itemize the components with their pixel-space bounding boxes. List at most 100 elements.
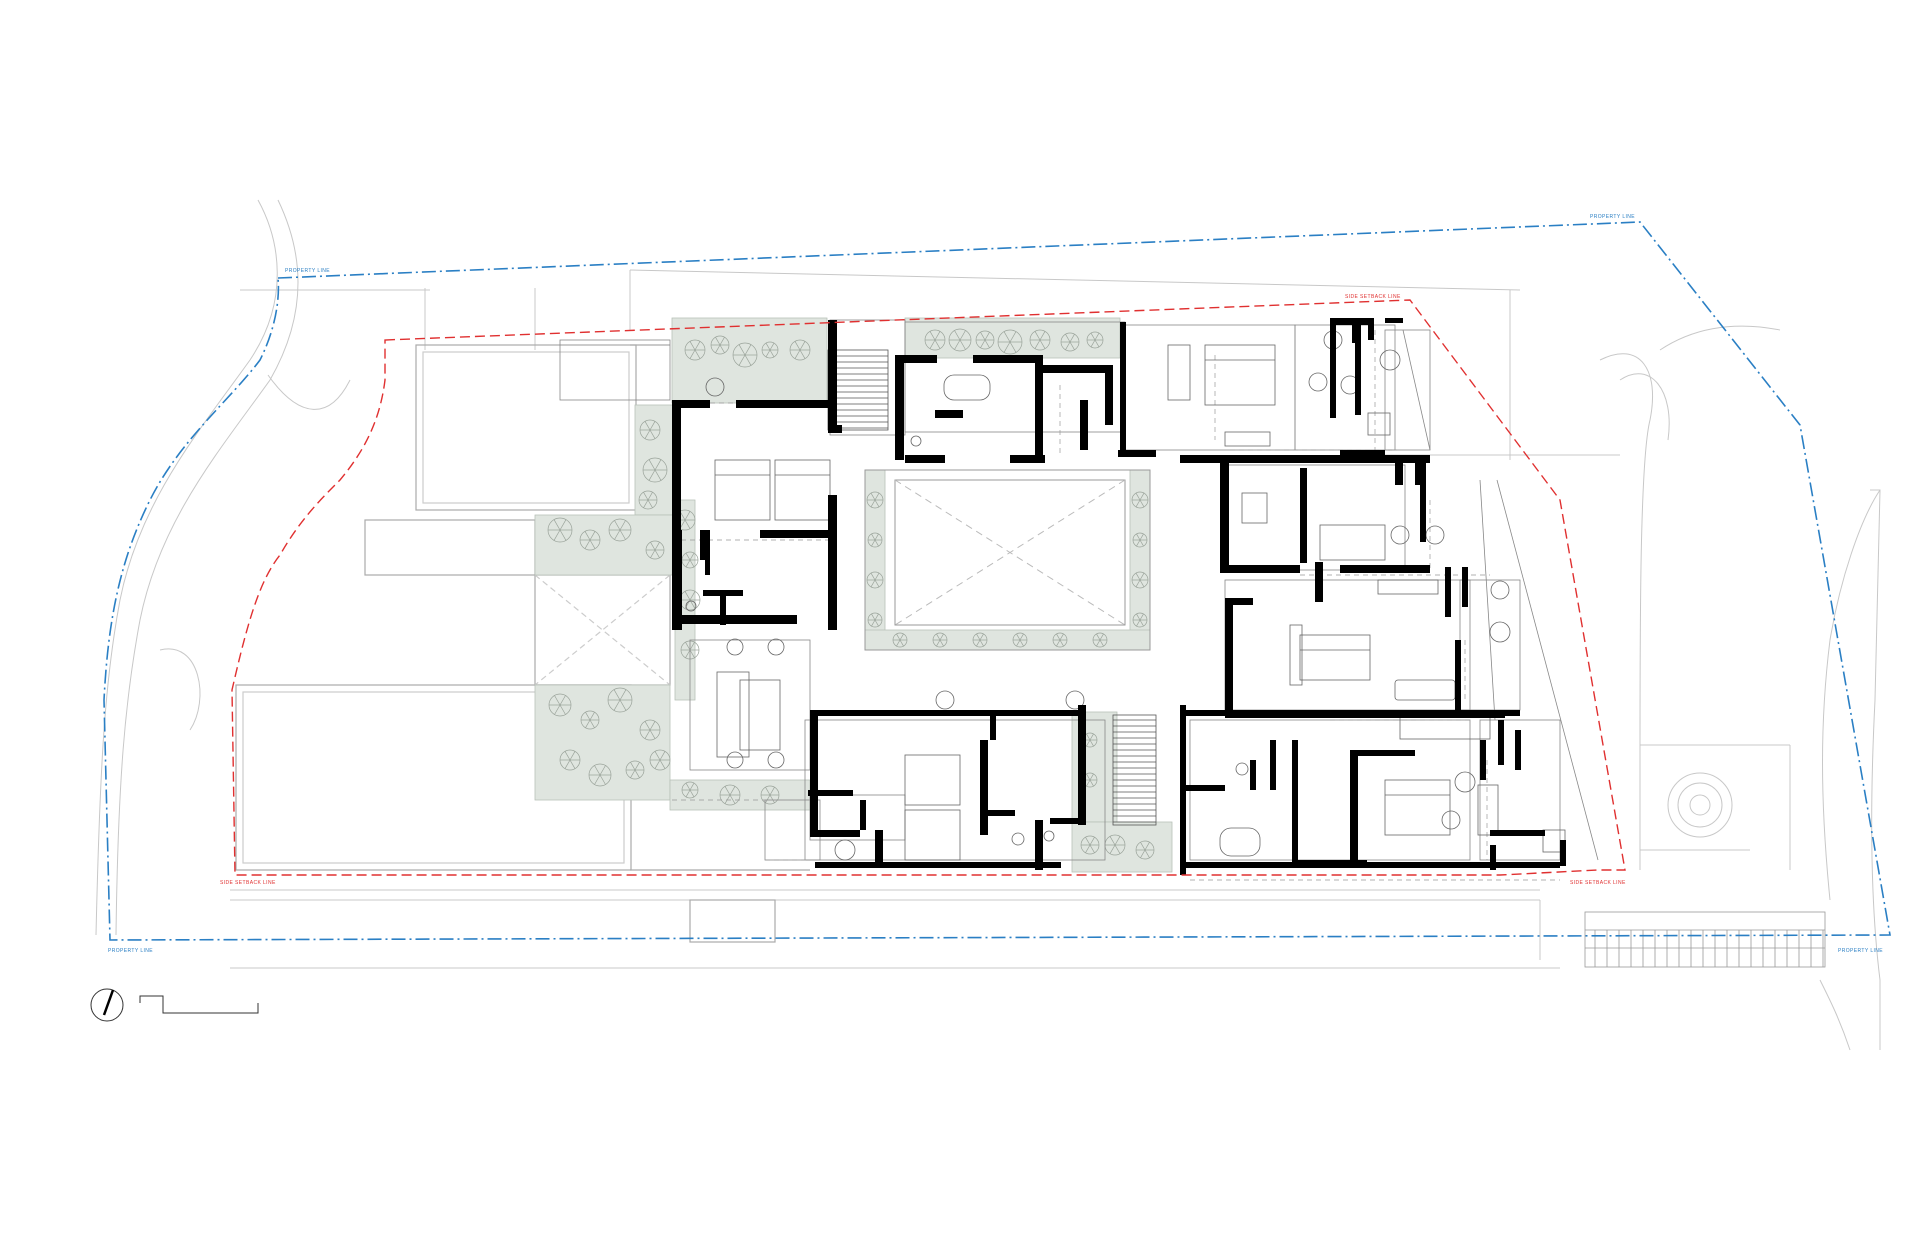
wall-segment bbox=[1462, 567, 1468, 607]
wall-segment bbox=[1420, 462, 1426, 542]
plant-symbol-stroke bbox=[769, 349, 775, 358]
wall-segment bbox=[1220, 462, 1229, 572]
plant-symbol-stroke bbox=[1136, 539, 1141, 547]
plant-symbol-stroke bbox=[619, 699, 627, 711]
wall-segment bbox=[1445, 567, 1451, 617]
plant-symbol-stroke bbox=[870, 492, 876, 501]
plant-symbol-stroke bbox=[738, 344, 746, 356]
plant-symbol-stroke bbox=[559, 519, 567, 531]
plant-symbol-stroke bbox=[685, 642, 691, 651]
plant-symbol-stroke bbox=[719, 337, 725, 346]
plant-symbol-stroke bbox=[871, 533, 876, 541]
wall-segment bbox=[1035, 365, 1105, 373]
plant-symbol-stroke bbox=[729, 786, 736, 796]
plant-symbol-stroke bbox=[554, 695, 561, 706]
plant-symbol-stroke bbox=[1099, 639, 1104, 647]
plant-symbol-stroke bbox=[929, 331, 936, 341]
wall-segment bbox=[760, 530, 830, 538]
plant-symbol-stroke bbox=[744, 344, 752, 356]
wall-segment bbox=[1050, 818, 1080, 824]
plant-symbol-stroke bbox=[769, 342, 775, 351]
plant-symbol-stroke bbox=[936, 639, 941, 647]
wall-segment bbox=[1225, 598, 1253, 605]
plant-symbol-stroke bbox=[594, 765, 601, 776]
plant-symbol-stroke bbox=[1139, 613, 1144, 621]
plant-symbol-stroke bbox=[684, 519, 691, 529]
property-line-label-north: PROPERTY LINE bbox=[285, 268, 330, 274]
wall-segment bbox=[1180, 785, 1225, 791]
plant-symbol-stroke bbox=[980, 332, 986, 341]
plant-symbol-stroke bbox=[1086, 739, 1091, 747]
wall-segment bbox=[980, 810, 1015, 816]
plant-symbol-stroke bbox=[619, 520, 626, 531]
plant-symbol-stroke bbox=[929, 339, 936, 349]
plant-symbol-stroke bbox=[689, 349, 696, 359]
plant-symbol-stroke bbox=[1086, 733, 1091, 741]
plant-symbol-stroke bbox=[1086, 773, 1091, 781]
plant-symbol-stroke bbox=[643, 492, 649, 501]
plant-symbol-stroke bbox=[694, 349, 701, 359]
plant-symbol-stroke bbox=[765, 787, 771, 796]
plant-symbol-stroke bbox=[589, 531, 596, 541]
wall-segment bbox=[1560, 840, 1566, 866]
plant-symbol-stroke bbox=[644, 721, 651, 731]
plant-symbol-stroke bbox=[899, 639, 904, 647]
plant-symbol-stroke bbox=[644, 421, 651, 431]
wall-segment bbox=[875, 830, 883, 865]
plant-symbol-stroke bbox=[648, 459, 656, 471]
plant-symbol-stroke bbox=[874, 579, 880, 588]
plant-symbol-stroke bbox=[654, 542, 660, 551]
plant-symbol-stroke bbox=[689, 649, 695, 658]
plant-symbol-stroke bbox=[1139, 579, 1145, 588]
wall-segment bbox=[935, 410, 963, 418]
plant-symbol-stroke bbox=[794, 349, 801, 359]
plant-symbol-stroke bbox=[654, 751, 661, 761]
plant-symbol-stroke bbox=[1099, 633, 1104, 641]
plant-symbol-stroke bbox=[1096, 639, 1101, 647]
plant-symbol-stroke bbox=[874, 499, 880, 508]
plant-symbol-stroke bbox=[874, 613, 879, 621]
wall-segment bbox=[815, 862, 1061, 868]
plant-symbol-stroke bbox=[685, 782, 691, 791]
plant-symbol-stroke bbox=[614, 520, 621, 531]
wall-segment bbox=[1455, 640, 1461, 715]
plant-symbol-stroke bbox=[724, 794, 731, 804]
plant-symbol-stroke bbox=[738, 354, 746, 366]
plant-symbol-stroke bbox=[559, 529, 567, 541]
wall-segment bbox=[1385, 318, 1403, 323]
plant-symbol-stroke bbox=[649, 421, 656, 431]
plant-symbol-stroke bbox=[1069, 341, 1075, 350]
scale-bar-icon bbox=[139, 995, 259, 1014]
plant-symbol-stroke bbox=[554, 704, 561, 715]
plant-symbol-stroke bbox=[954, 330, 961, 341]
plant-symbol-stroke bbox=[647, 499, 653, 508]
wall-segment bbox=[672, 400, 681, 625]
plant-symbol-stroke bbox=[874, 619, 879, 627]
wall-segment bbox=[672, 615, 797, 624]
wall-segment bbox=[1395, 455, 1403, 485]
setback-line-label-north: SIDE SETBACK LINE bbox=[1345, 294, 1401, 300]
plant-symbol-stroke bbox=[613, 699, 621, 711]
wall-segment bbox=[1035, 355, 1043, 455]
wall-segment bbox=[1350, 750, 1358, 860]
plant-symbol-stroke bbox=[1114, 844, 1121, 854]
plant-symbol-stroke bbox=[559, 704, 566, 715]
landscape-planting bbox=[534, 317, 1173, 873]
plant-symbol-stroke bbox=[1139, 533, 1144, 541]
plant-symbol-stroke bbox=[659, 751, 666, 761]
plant-symbol-stroke bbox=[1139, 619, 1144, 627]
plant-symbol-stroke bbox=[654, 469, 662, 481]
plant-symbol-stroke bbox=[1089, 733, 1094, 741]
plant-symbol-stroke bbox=[959, 339, 966, 350]
plant-symbol-stroke bbox=[794, 341, 801, 351]
plant-symbol-stroke bbox=[939, 639, 944, 647]
plant-symbol-stroke bbox=[685, 552, 691, 561]
plant-symbol-stroke bbox=[1034, 331, 1041, 341]
property-line-label-southeast: PROPERTY LINE bbox=[1838, 948, 1883, 954]
plant-symbol-stroke bbox=[1140, 842, 1146, 851]
plant-symbol-stroke bbox=[715, 344, 721, 353]
plant-symbol-stroke bbox=[585, 712, 591, 721]
wall-segment bbox=[1515, 730, 1521, 770]
plant-symbol-stroke bbox=[1056, 639, 1061, 647]
